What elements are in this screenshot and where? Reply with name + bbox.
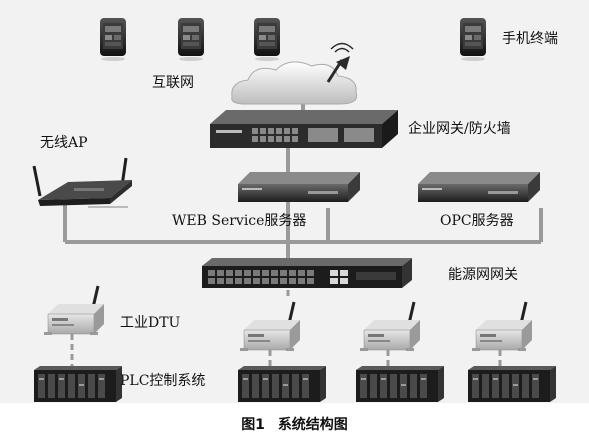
figure-title: 系统结构图 — [277, 417, 348, 433]
plc-rack-icon — [34, 366, 122, 402]
phone-icon — [178, 18, 204, 61]
phone-icon — [100, 18, 126, 61]
label-phone-terminal: 手机终端 — [502, 31, 558, 47]
label-internet: 互联网 — [152, 75, 194, 91]
opc-server-icon — [418, 172, 540, 202]
dtu-link-lines — [70, 290, 502, 368]
network-switch-icon — [202, 258, 412, 288]
plc-rack-icon — [238, 366, 326, 402]
label-energy-gateway: 能源网网关 — [448, 267, 518, 283]
cloud-icon — [231, 61, 358, 105]
signal-antenna-icon — [326, 42, 354, 83]
plc-rack-icon — [356, 366, 444, 402]
phone-icon — [460, 18, 486, 61]
figure-number: 图1 — [241, 417, 265, 433]
web-server-icon — [238, 172, 360, 202]
plc-rack-icon — [468, 366, 556, 402]
figure-caption: 图1 系统结构图 — [0, 414, 589, 434]
label-industrial-dtu: 工业DTU — [120, 315, 181, 331]
firewall-icon — [210, 110, 398, 148]
label-web-service-server: WEB Service服务器 — [172, 213, 307, 229]
label-opc-server: OPC服务器 — [440, 213, 514, 229]
label-plc-system: PLC控制系统 — [120, 373, 206, 389]
phone-icon — [254, 18, 280, 61]
wireless-router-icon — [32, 157, 132, 208]
label-wireless-ap: 无线AP — [40, 135, 88, 151]
connection-lines — [63, 104, 543, 260]
label-enterprise-gateway: 企业网关/防火墙 — [408, 121, 511, 137]
